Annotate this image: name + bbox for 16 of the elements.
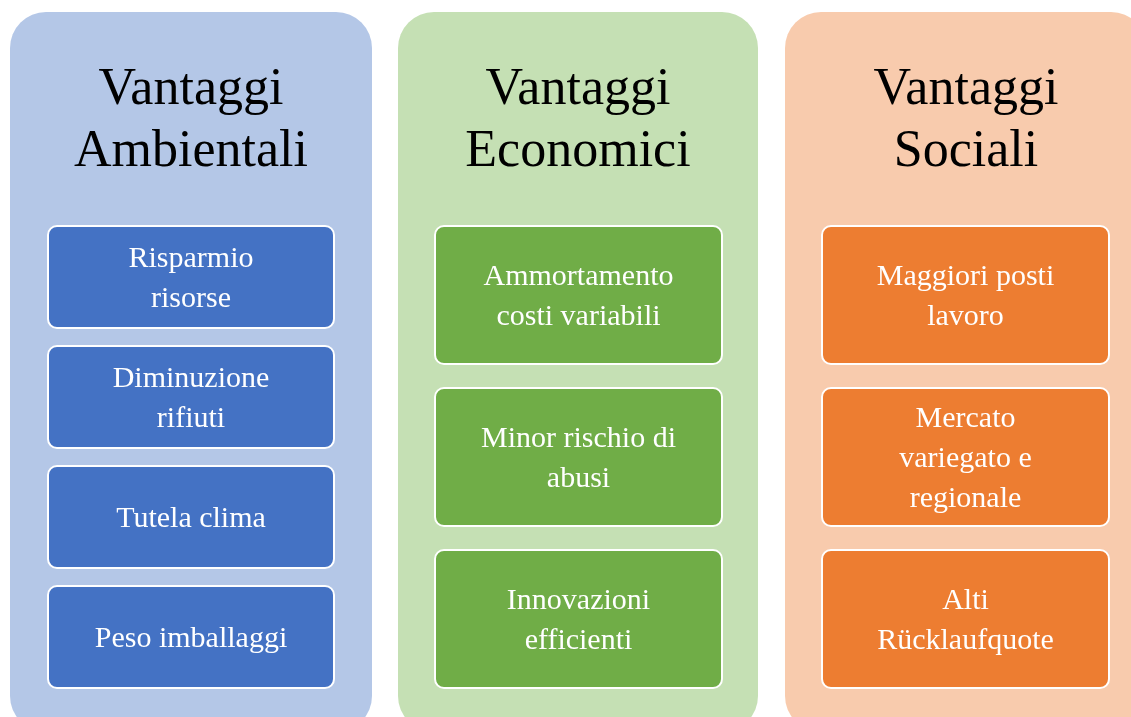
- benefit-box: Mercato variegato e regionale: [821, 387, 1110, 527]
- benefit-box: Diminuzione rifiuti: [47, 345, 335, 449]
- panel-title: Vantaggi Sociali: [872, 57, 1060, 179]
- benefit-box: Risparmio risorse: [47, 225, 335, 329]
- category-panel: [785, 12, 1131, 717]
- benefit-box: Minor rischio di abusi: [434, 387, 723, 527]
- category-panel: [398, 12, 758, 717]
- benefit-box: Alti Rücklaufquote: [821, 549, 1110, 689]
- panel-title: Vantaggi Ambientali: [73, 57, 309, 179]
- panel-title: Vantaggi Economici: [464, 57, 692, 179]
- benefit-box: Ammortamento costi variabili: [434, 225, 723, 365]
- benefit-box: Peso imballaggi: [47, 585, 335, 689]
- benefit-box: Maggiori posti lavoro: [821, 225, 1110, 365]
- benefit-box: Innovazioni efficienti: [434, 549, 723, 689]
- category-panel: [10, 12, 372, 717]
- benefit-box: Tutela clima: [47, 465, 335, 569]
